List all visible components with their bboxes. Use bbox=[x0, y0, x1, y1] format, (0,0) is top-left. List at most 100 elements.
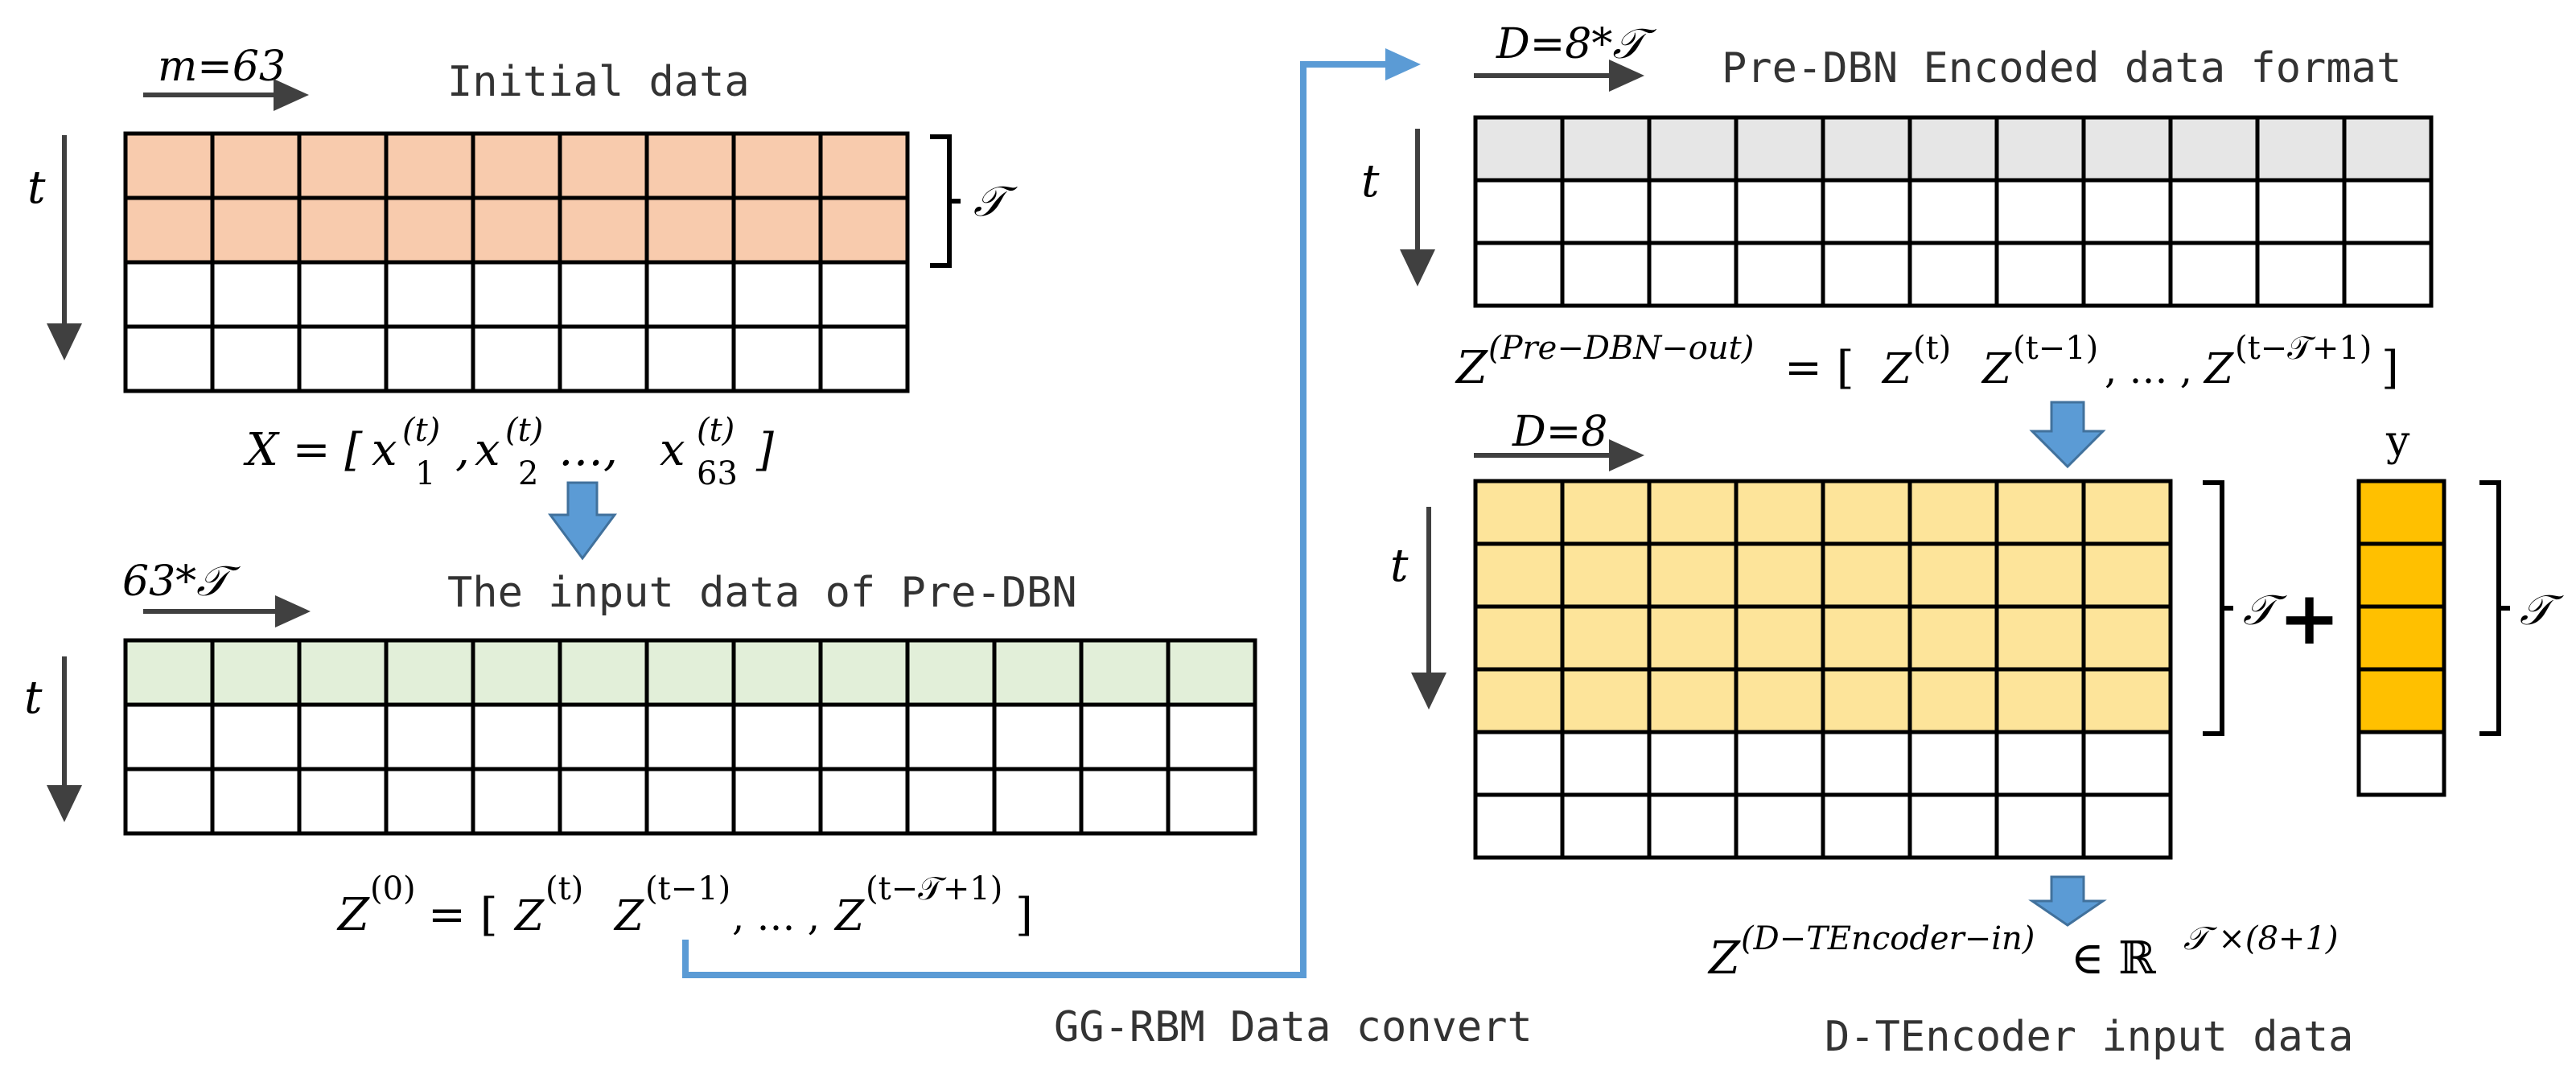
grid-cell-filled bbox=[2356, 604, 2446, 672]
predbn-input-title: The input data of Pre-DBN bbox=[447, 569, 1077, 617]
grid-cell-filled bbox=[1473, 541, 1565, 609]
grid-cell-filled bbox=[1994, 604, 2086, 672]
dtencoder-caption: D-TEncoder input data bbox=[1825, 1013, 2353, 1061]
grid-cell-filled bbox=[384, 195, 475, 265]
grid-cell bbox=[1560, 178, 1652, 245]
formula-eq: = [ bbox=[1784, 342, 1854, 394]
grid-cell bbox=[1734, 730, 1825, 797]
grid-cell bbox=[731, 767, 823, 836]
grid-cell bbox=[558, 767, 649, 836]
gg-rbm-connector: GG-RBM Data convert bbox=[682, 48, 1533, 1051]
grid-cell-filled bbox=[2081, 604, 2173, 672]
right-brace-icon bbox=[2203, 480, 2233, 736]
formula-x2-sup: (t) bbox=[505, 412, 543, 449]
formula-x3-sup: (t) bbox=[697, 412, 735, 449]
grid-cell-filled bbox=[992, 638, 1084, 707]
right-brace-icon bbox=[2479, 480, 2510, 736]
grid-cell bbox=[1166, 767, 1257, 836]
grid-cell bbox=[1907, 178, 1999, 245]
y-brace-label: 𝒯 bbox=[2520, 586, 2564, 635]
grid-cell bbox=[471, 767, 562, 836]
grid-cell-filled bbox=[210, 131, 302, 200]
grid-cell bbox=[210, 702, 302, 771]
right-arrow-icon bbox=[143, 79, 309, 111]
grid-cell bbox=[1647, 730, 1739, 797]
grid-cell-filled bbox=[1821, 667, 1912, 734]
formula-zt1: Z bbox=[1981, 345, 2012, 393]
grid-cell bbox=[1734, 792, 1825, 860]
grid-cell bbox=[2081, 792, 2173, 860]
grid-cell-filled bbox=[2168, 115, 2260, 183]
grid-cell-filled bbox=[1734, 667, 1825, 734]
formula-dots: , … , bbox=[2105, 348, 2192, 393]
block-down-arrow-icon bbox=[2028, 875, 2107, 927]
grid-cell-filled bbox=[1473, 115, 1565, 183]
formula-r-sup: 𝒯 ×(8+1) bbox=[2183, 920, 2339, 957]
grid-cell bbox=[818, 260, 910, 329]
grid-cell-filled bbox=[731, 131, 823, 200]
grid-cell bbox=[384, 260, 475, 329]
grid-cell bbox=[2342, 241, 2434, 308]
grid-cell bbox=[2081, 178, 2173, 245]
grid-cell-filled bbox=[297, 638, 389, 707]
formula-in: ∈ ℝ bbox=[2071, 932, 2157, 985]
encoded-width-label: D=8*𝒯 bbox=[1496, 20, 1656, 68]
formula-z0-sup: (0) bbox=[370, 870, 416, 907]
grid-cell bbox=[2255, 241, 2347, 308]
grid-cell-filled bbox=[1473, 479, 1565, 546]
grid-cell-filled bbox=[1994, 115, 2086, 183]
grid-cell-filled bbox=[471, 195, 562, 265]
grid-cell-filled bbox=[1473, 667, 1565, 734]
dtencoder-formula: Z (D−TEncoder−in) ∈ ℝ 𝒯 ×(8+1) bbox=[1707, 920, 2339, 985]
grid-cell bbox=[123, 324, 215, 393]
block-down-arrow-icon bbox=[548, 481, 617, 561]
grid-cell-filled bbox=[297, 131, 389, 200]
formula-z-sup: (Pre−DBN−out) bbox=[1488, 330, 1754, 367]
right-arrow-icon bbox=[1474, 439, 1644, 471]
initial-brace-label: 𝒯 bbox=[973, 178, 1018, 226]
grid-cell bbox=[297, 702, 389, 771]
grid-cell-filled bbox=[644, 638, 736, 707]
grid-cell bbox=[1907, 792, 1999, 860]
down-arrow-icon bbox=[1400, 129, 1435, 286]
panel-encoded: Pre-DBN Encoded data format D=8*𝒯 t Z (P… bbox=[1361, 20, 2434, 469]
connector-label: GG-RBM Data convert bbox=[1054, 1003, 1533, 1051]
grid-cell-filled bbox=[644, 195, 736, 265]
grid-cell bbox=[471, 324, 562, 393]
formula-x2: x bbox=[475, 424, 500, 476]
y-column-grid bbox=[2356, 479, 2446, 797]
grid-cell bbox=[2356, 730, 2446, 797]
grid-cell bbox=[123, 702, 215, 771]
grid-cell bbox=[1079, 767, 1171, 836]
grid-cell bbox=[1647, 241, 1739, 308]
grid-cell bbox=[558, 702, 649, 771]
grid-cell bbox=[644, 324, 736, 393]
grid-cell bbox=[1560, 730, 1652, 797]
formula-zt: Z bbox=[513, 892, 545, 940]
formula-zt1-sup: (t−1) bbox=[2013, 330, 2098, 367]
formula-ztT-sup: (t−𝒯+1) bbox=[866, 870, 1002, 907]
grid-cell-filled bbox=[1647, 479, 1739, 546]
grid-cell-filled bbox=[2081, 541, 2173, 609]
grid-cell-filled bbox=[558, 131, 649, 200]
formula-x1-sup: (t) bbox=[402, 412, 440, 449]
grid-cell bbox=[992, 767, 1084, 836]
grid-cell-filled bbox=[1734, 604, 1825, 672]
grid-cell bbox=[384, 324, 475, 393]
grid-cell bbox=[2081, 241, 2173, 308]
grid-cell bbox=[1821, 792, 1912, 860]
grid-cell-filled bbox=[2342, 115, 2434, 183]
grid-cell-filled bbox=[1994, 479, 2086, 546]
grid-cell bbox=[1166, 702, 1257, 771]
grid-cell-filled bbox=[1560, 604, 1652, 672]
grid-cell-filled bbox=[1821, 479, 1912, 546]
grid-cell-filled bbox=[123, 638, 215, 707]
dtencoder-width-label: D=8 bbox=[1512, 408, 1607, 456]
grid-cell bbox=[818, 324, 910, 393]
formula-z: Z bbox=[1455, 342, 1488, 394]
grid-cell-filled bbox=[123, 195, 215, 265]
grid-cell-filled bbox=[123, 131, 215, 200]
grid-cell bbox=[1734, 178, 1825, 245]
formula-z-sup: (D−TEncoder−in) bbox=[1741, 920, 2035, 957]
